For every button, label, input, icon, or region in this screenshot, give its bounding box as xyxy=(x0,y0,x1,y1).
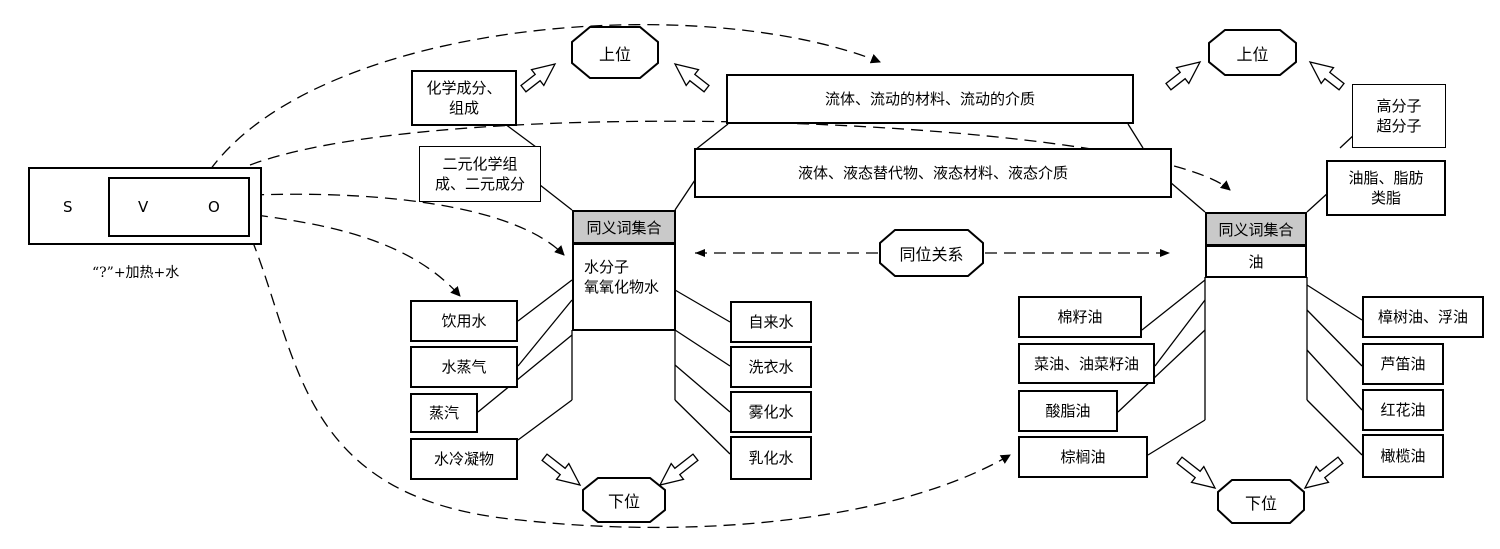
oil-right-child-2: 红花油 xyxy=(1362,389,1444,431)
right-child-1: 洗衣水 xyxy=(730,346,812,388)
connector-line xyxy=(517,399,573,441)
connector-line xyxy=(1306,309,1363,367)
binary-composition-box: 二元化学组 成、二元成分 xyxy=(419,146,541,202)
oil-left-child-1: 菜油、油菜籽油 xyxy=(1018,343,1155,384)
object-label: O xyxy=(208,198,220,216)
double-arrow xyxy=(1176,456,1217,489)
connector-line xyxy=(1117,329,1206,413)
left-child-0: 饮用水 xyxy=(410,300,518,342)
lower-right-relation: 下位 xyxy=(1244,493,1277,513)
oil-left-child-3: 棕榈油 xyxy=(1018,436,1148,478)
dashed-arrow xyxy=(255,214,461,297)
arrowhead xyxy=(695,249,705,257)
connector-line xyxy=(539,184,573,211)
oil-right-child-1: 芦笛油 xyxy=(1362,343,1444,385)
connector-line xyxy=(1127,123,1144,149)
svo-inner-box xyxy=(108,177,250,237)
double-arrow xyxy=(520,63,557,93)
double-arrow xyxy=(1165,61,1202,91)
octagon-shape xyxy=(571,26,659,79)
dashed-arrow xyxy=(251,193,565,256)
left-child-2: 蒸汽 xyxy=(410,393,478,433)
left-child-3: 水冷凝物 xyxy=(410,438,518,480)
connector-line xyxy=(674,179,696,211)
right-synset-members: 油 xyxy=(1205,245,1307,278)
connector-line xyxy=(1306,284,1363,321)
connector-line xyxy=(674,289,731,323)
left-synset-title: 同义词集合 xyxy=(572,210,676,244)
right-child-2: 雾化水 xyxy=(730,391,812,433)
liquid-box: 液体、液态替代物、液态材料、液态介质 xyxy=(694,148,1172,198)
fluid-box: 流体、流动的材料、流动的介质 xyxy=(726,74,1134,124)
double-arrow xyxy=(673,63,710,93)
octagon-shape xyxy=(879,229,984,277)
connector-line xyxy=(674,364,731,413)
double-arrow xyxy=(1308,61,1345,91)
connector-line xyxy=(674,329,731,367)
right-child-0: 自来水 xyxy=(730,301,812,343)
subject-label: S xyxy=(63,198,73,216)
connector-line xyxy=(504,123,541,151)
chemical-composition-box: 化学成分、 组成 xyxy=(411,70,517,126)
arrowhead xyxy=(1160,249,1170,257)
connector-line xyxy=(694,123,729,151)
oil-right-child-3: 橄榄油 xyxy=(1362,434,1444,478)
dashed-arrow xyxy=(209,24,881,171)
lower-left-relation: 下位 xyxy=(607,492,640,511)
svo-caption: “?”+加热+水 xyxy=(92,265,180,281)
connector-line xyxy=(1141,279,1206,331)
coordinate-relation: 同位关系 xyxy=(899,245,964,264)
double-arrow xyxy=(658,453,699,486)
connector-line xyxy=(1154,299,1206,367)
double-arrow xyxy=(1303,456,1344,489)
connector-line xyxy=(517,299,573,367)
lipid-box: 油脂、脂肪 类脂 xyxy=(1326,160,1446,216)
dashed-arrow xyxy=(251,239,1011,529)
left-child-1: 水蒸气 xyxy=(410,346,518,388)
left-synset-members: 水分子 氧氧化物水 xyxy=(572,243,676,331)
polymer-box: 高分子 超分子 xyxy=(1352,84,1446,148)
verb-label: V xyxy=(138,198,149,216)
connector-line xyxy=(1147,419,1206,456)
connector-line xyxy=(674,399,731,455)
connector-line xyxy=(477,334,573,413)
octagon-shape xyxy=(1208,29,1297,76)
oil-right-child-0: 樟树油、浮油 xyxy=(1362,296,1484,338)
right-child-3: 乳化水 xyxy=(730,436,812,480)
octagon-shape xyxy=(582,477,666,523)
upper-right-relation: 上位 xyxy=(1236,44,1269,64)
oil-left-child-0: 棉籽油 xyxy=(1018,296,1142,338)
upper-left-relation: 上位 xyxy=(598,44,631,64)
connector-line xyxy=(1169,181,1206,213)
connector-line xyxy=(1306,349,1363,411)
connector-line xyxy=(517,279,573,322)
right-synset-title: 同义词集合 xyxy=(1205,212,1307,246)
connector-line xyxy=(1306,399,1363,456)
oil-left-child-2: 酸脂油 xyxy=(1018,390,1118,432)
double-arrow xyxy=(541,453,582,486)
octagon-shape xyxy=(1217,479,1305,524)
